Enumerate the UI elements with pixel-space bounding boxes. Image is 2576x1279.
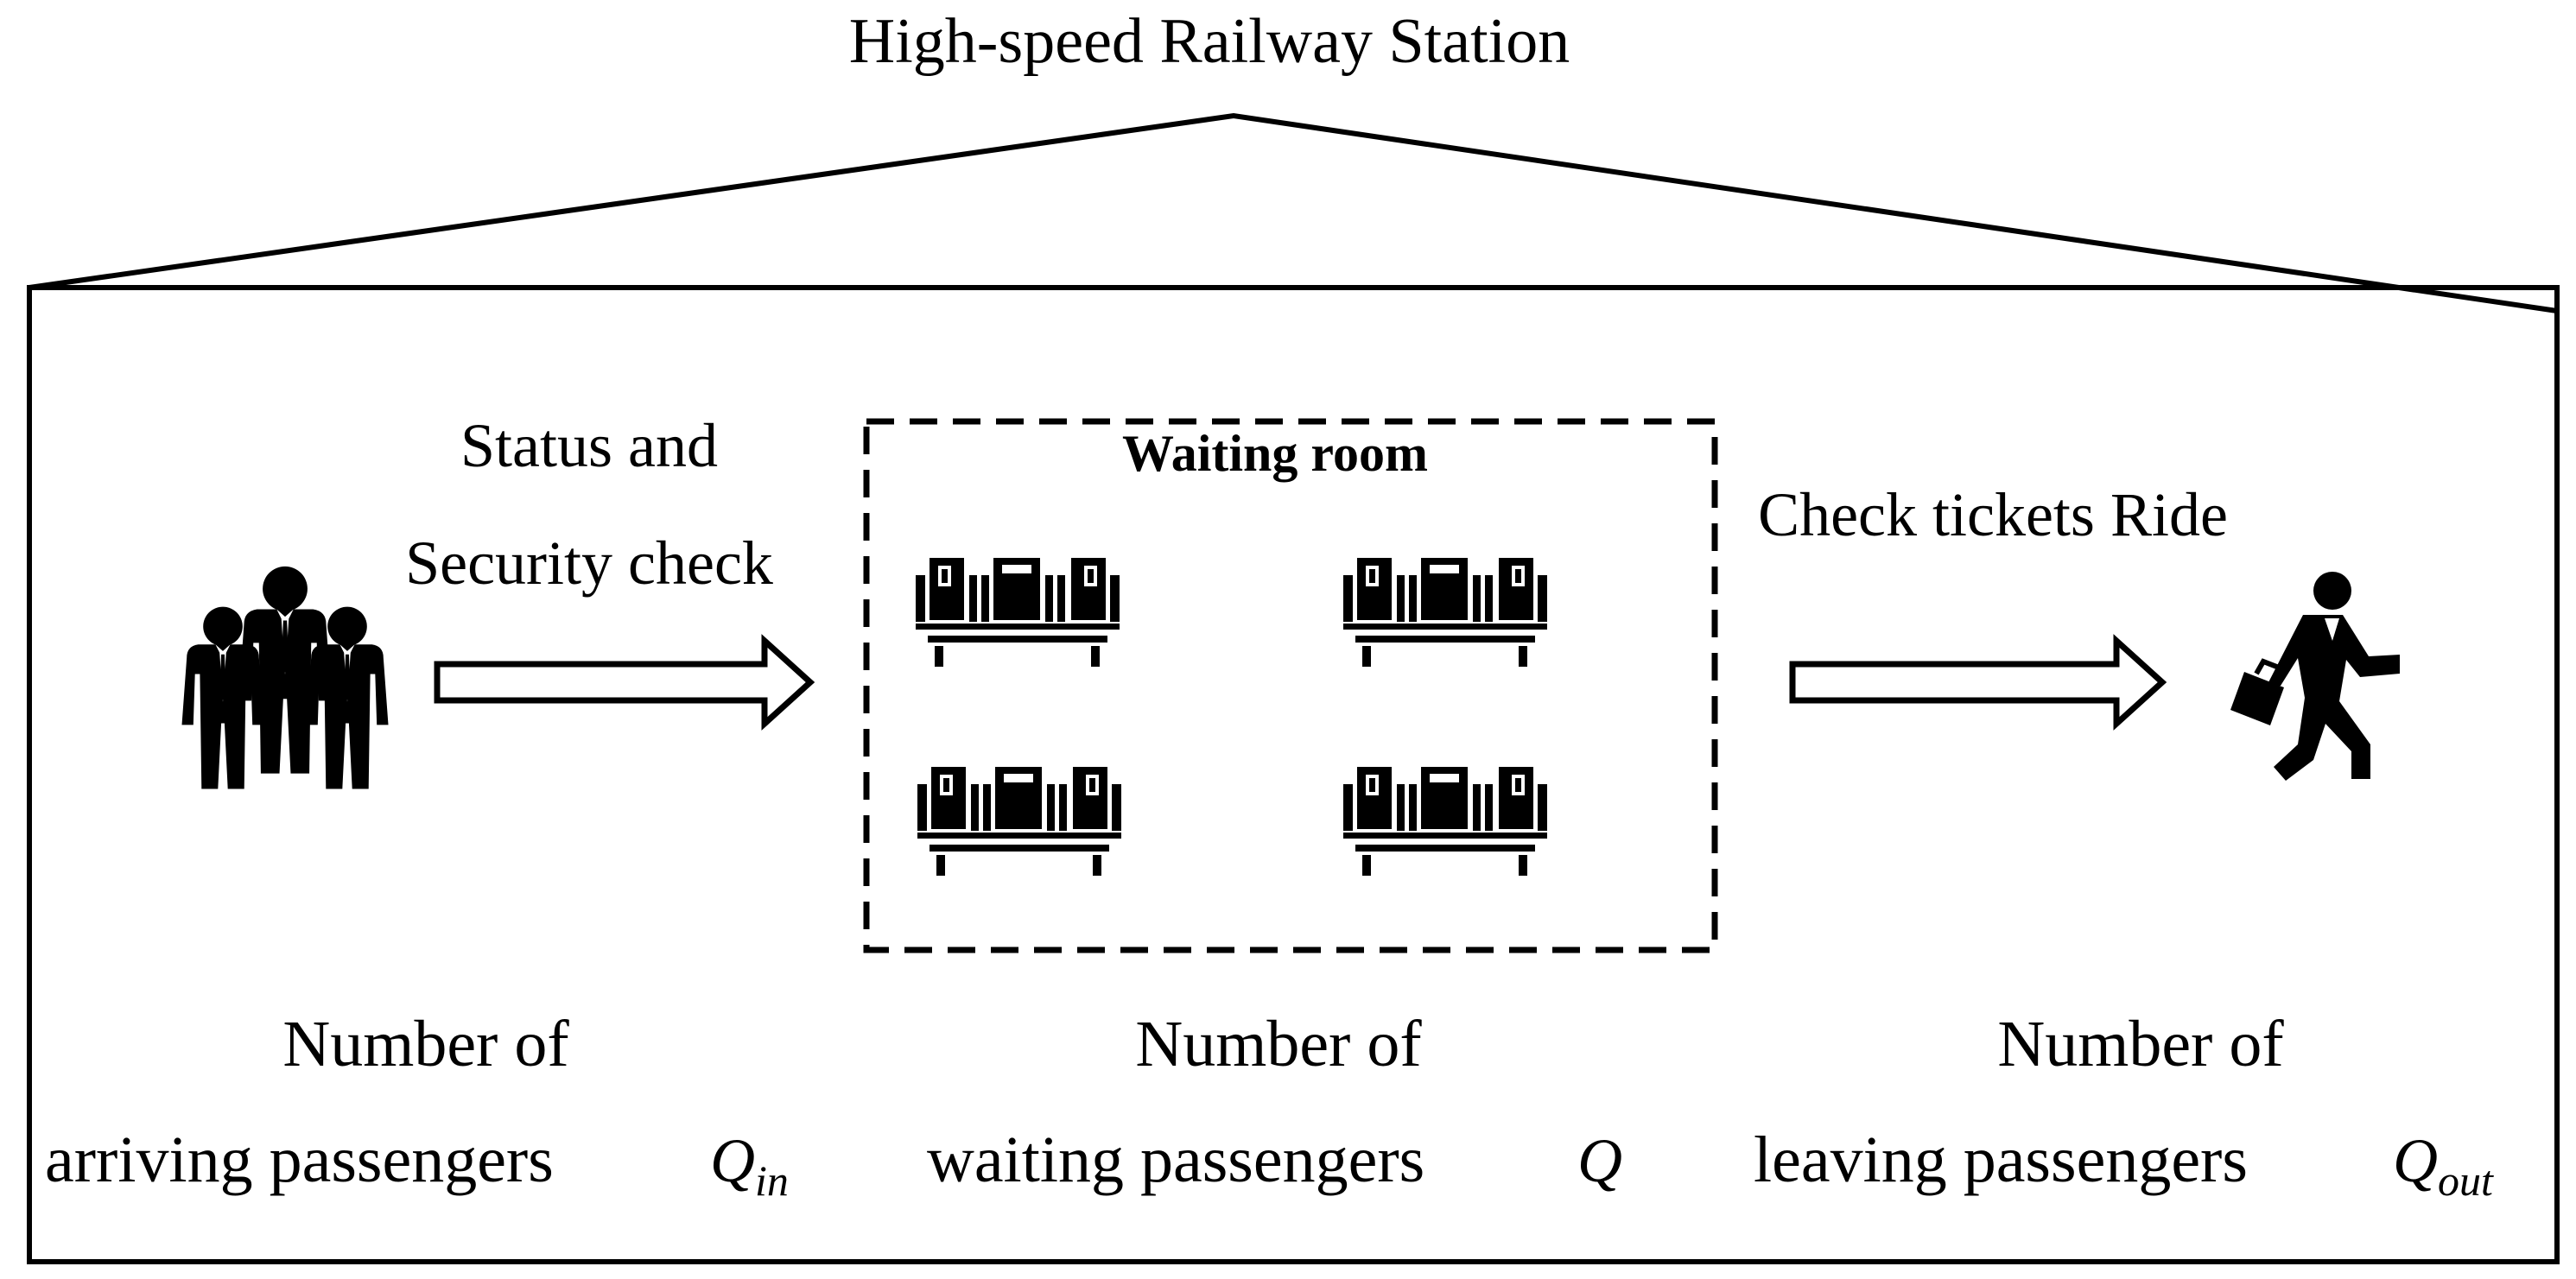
waiting-bench-icon xyxy=(917,767,1121,876)
running-businessman-icon xyxy=(2230,572,2400,781)
arrow-to-waiting-room xyxy=(434,634,815,731)
waiting-bench-icon xyxy=(1343,558,1547,667)
security-check-label-line2: Security check xyxy=(405,529,773,598)
waiting-room-box xyxy=(863,418,1718,953)
waiting-bench-icon xyxy=(1343,767,1547,876)
check-tickets-label: Check tickets Ride xyxy=(1758,480,2228,549)
arrow-to-train xyxy=(1789,634,2167,731)
waiting-bench-icon xyxy=(916,558,1120,667)
station-building-outline xyxy=(27,285,2560,1264)
arriving-count-label-line2: arriving passengers xyxy=(45,1124,554,1196)
leaving-count-label-line2: leaving passengers xyxy=(1754,1124,2248,1196)
station-title: High-speed Railway Station xyxy=(849,6,1570,77)
waiting-count-label-line2: waiting passengers xyxy=(927,1124,1424,1196)
waiting-count-symbol: Q xyxy=(1577,1126,1622,1195)
arriving-count-symbol: Qin xyxy=(710,1126,789,1205)
arriving-count-label-line1: Number of xyxy=(282,1008,569,1080)
waiting-count-label-line1: Number of xyxy=(1135,1008,1422,1080)
security-check-label-line1: Status and xyxy=(460,411,718,480)
leaving-count-label-line1: Number of xyxy=(1997,1008,2284,1080)
leaving-count-symbol: Qout xyxy=(2393,1126,2494,1205)
passenger-group-icon xyxy=(181,566,389,789)
station-roof-outline xyxy=(29,112,2558,313)
waiting-room-label: Waiting room xyxy=(1122,425,1428,482)
